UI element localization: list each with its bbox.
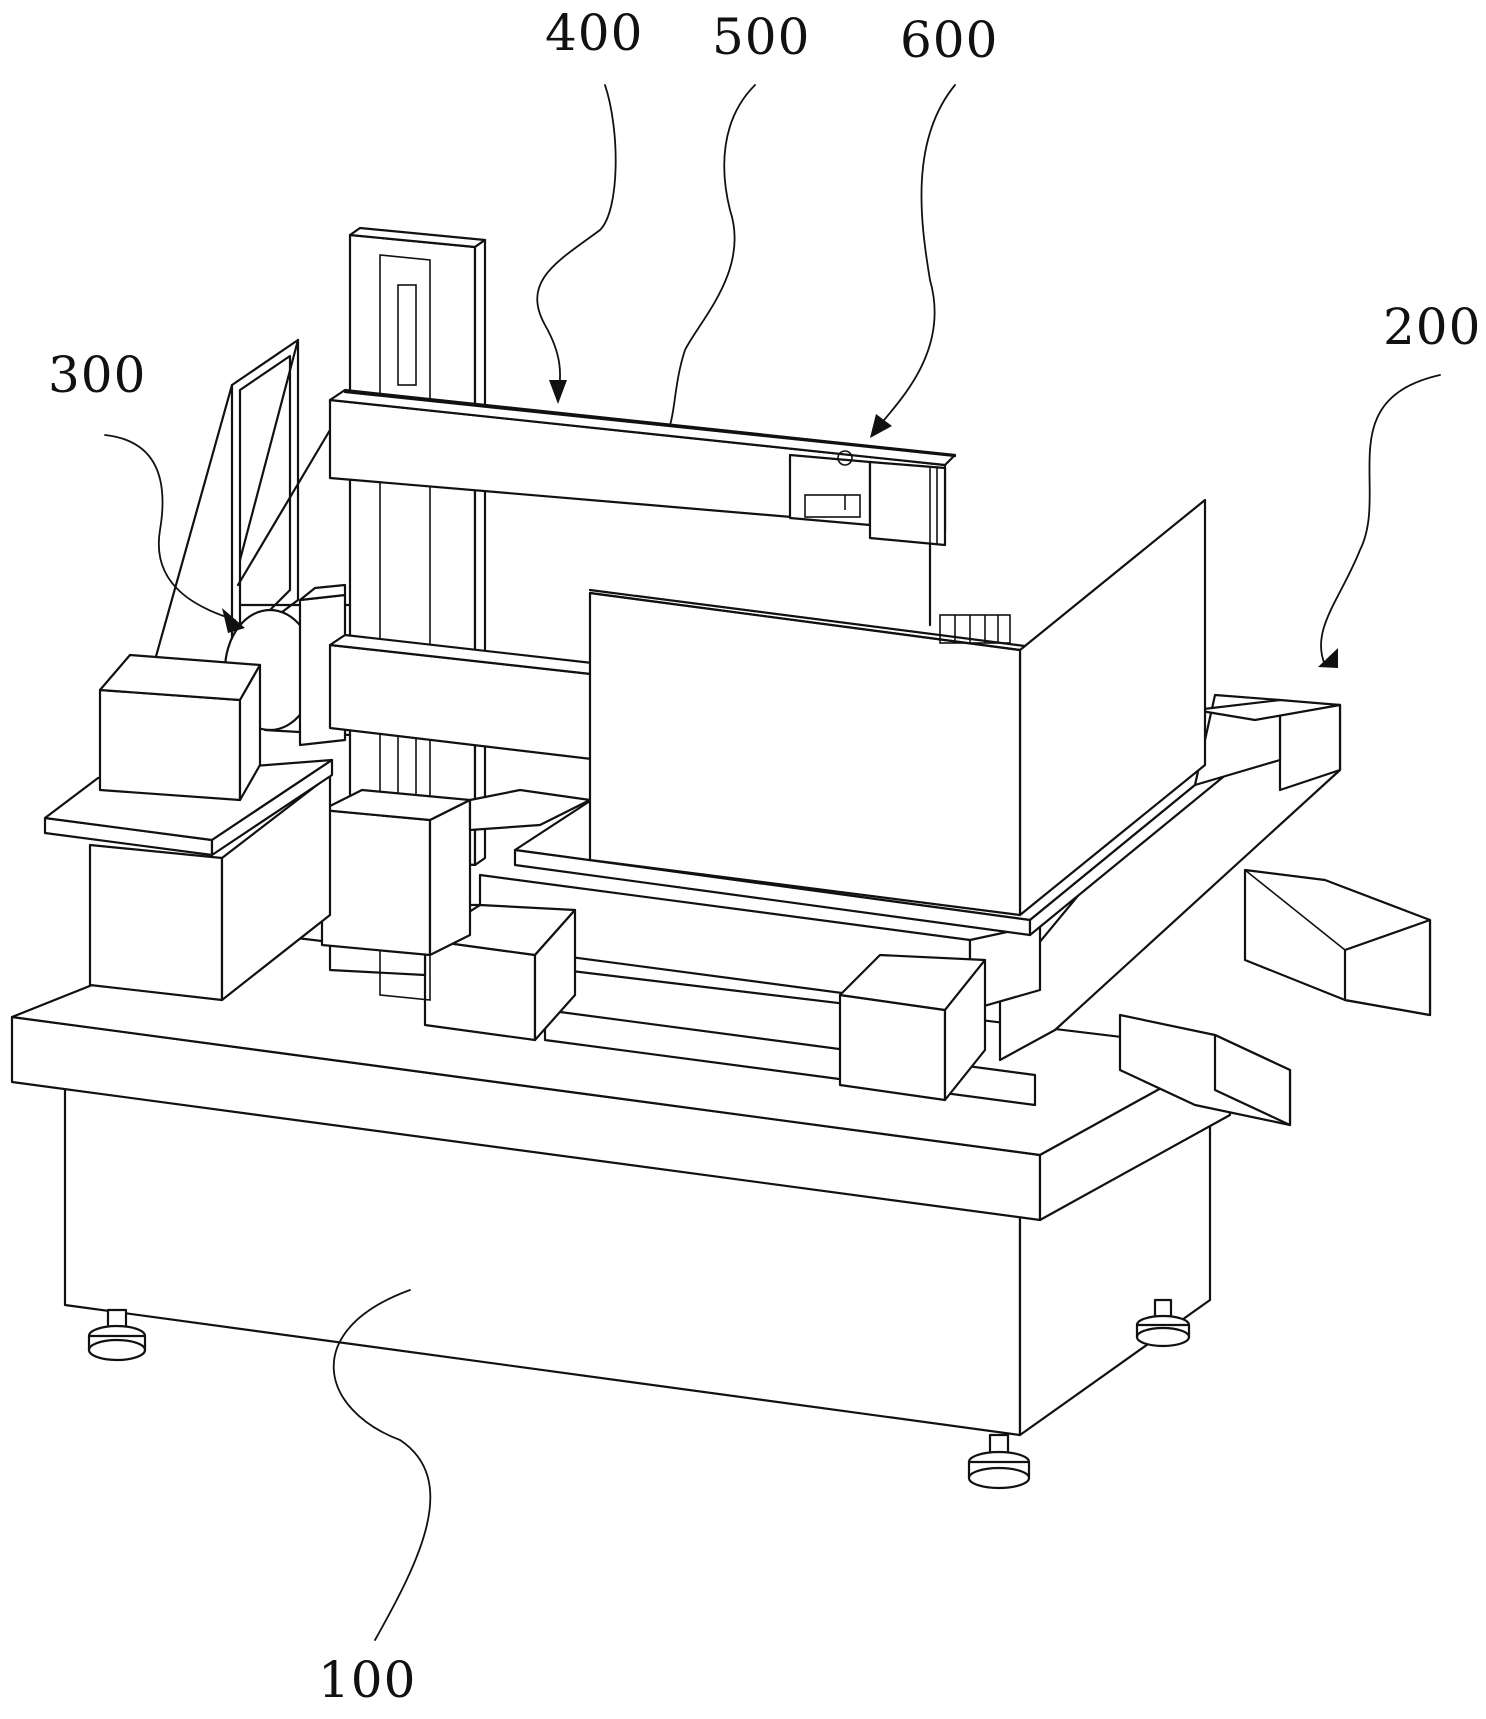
- leader-600: [879, 84, 956, 426]
- label-200: 200: [1383, 298, 1482, 356]
- foot-left: [87, 1308, 147, 1362]
- upper-arm: [328, 388, 957, 627]
- workpiece: [588, 498, 1207, 917]
- label-300: 300: [48, 346, 147, 404]
- arrow-400: [549, 380, 567, 404]
- label-400: 400: [545, 4, 644, 62]
- foot-right: [1135, 1298, 1191, 1348]
- leader-200: [1320, 374, 1441, 666]
- label-100: 100: [318, 1651, 417, 1709]
- left-pedestal: [43, 758, 334, 1002]
- leader-100: [332, 1289, 432, 1641]
- lower-arm: [328, 633, 612, 762]
- wire-spool-frame: [98, 338, 352, 802]
- leader-400: [536, 84, 617, 399]
- arrow-300: [222, 608, 245, 633]
- label-600: 600: [900, 11, 999, 69]
- feet: [87, 1298, 1191, 1490]
- arrow-600: [870, 414, 892, 438]
- leader-300: [104, 434, 236, 621]
- leader-500: [669, 84, 756, 426]
- foot-front: [967, 1433, 1031, 1490]
- arrow-200: [1318, 648, 1338, 668]
- label-500: 500: [712, 8, 811, 66]
- leader-lines: [104, 84, 1441, 1641]
